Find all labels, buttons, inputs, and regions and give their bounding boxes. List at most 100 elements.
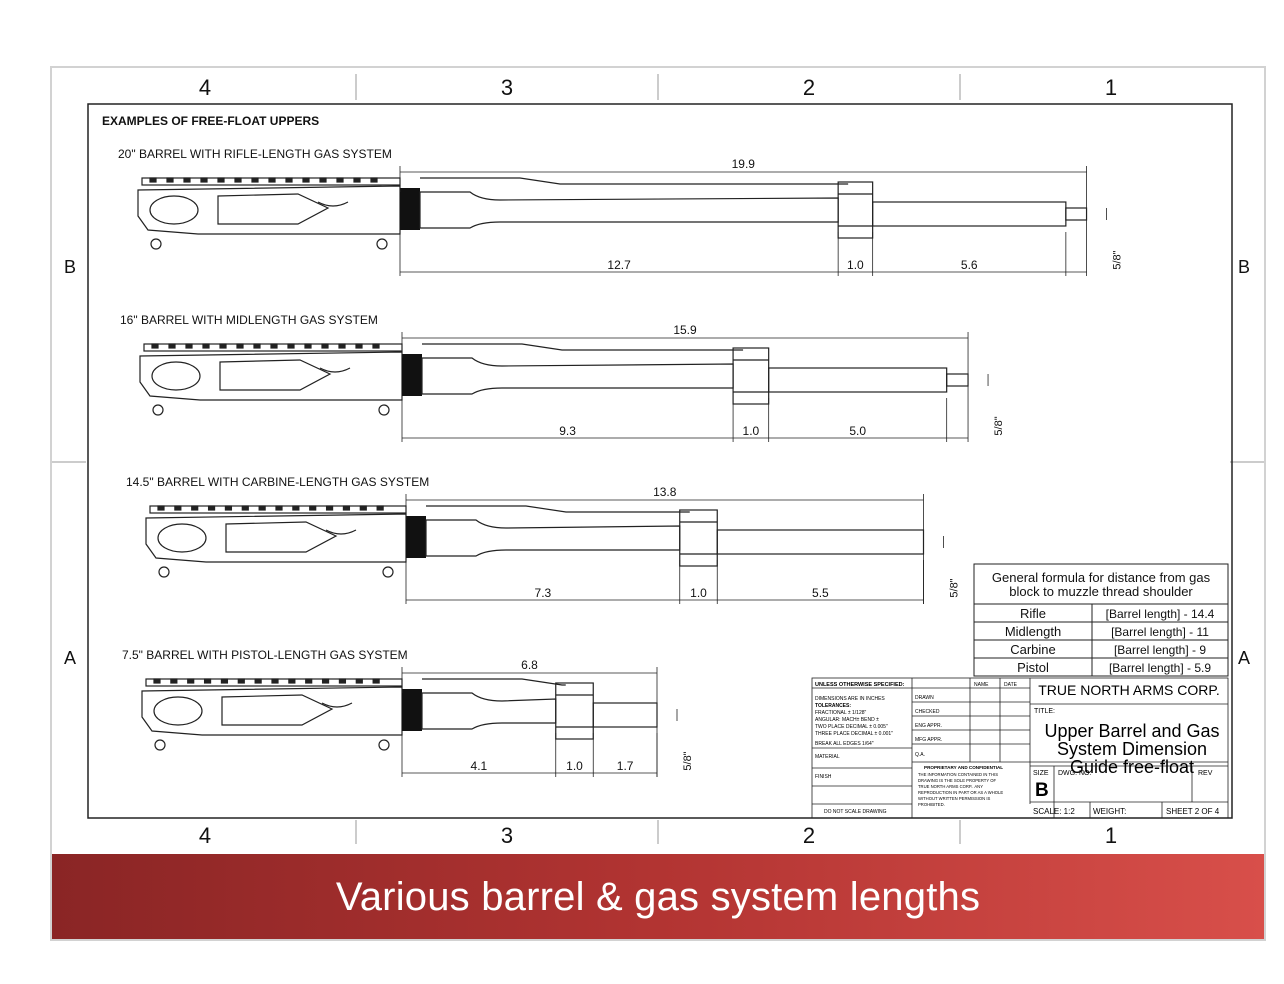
formula-expression: [Barrel length] - 14.4 <box>1106 607 1215 621</box>
tb-dims: DIMENSIONS ARE IN INCHES <box>815 696 885 702</box>
tb-title-l2: System Dimension <box>1057 739 1207 759</box>
caption-text: Various barrel & gas system lengths <box>335 875 981 919</box>
forward-assist-outline <box>219 359 332 391</box>
thread-dim-label: 5/8" <box>993 416 1005 435</box>
tb-name: NAME <box>974 682 989 688</box>
inner-border <box>87 103 1233 819</box>
rail-slot <box>321 343 329 349</box>
seg3-dim-label: 1.7 <box>617 759 634 773</box>
rail-slot <box>187 678 195 684</box>
rail-slot <box>288 678 296 684</box>
rail-slot <box>183 177 191 183</box>
overall-dim-label: 6.8 <box>521 658 538 672</box>
rail-slot <box>253 343 261 349</box>
overall-dim-label: 19.9 <box>732 157 756 171</box>
tb-prop-l6: PROHIBITED. <box>918 802 945 807</box>
zone-side-right-a: A <box>1238 648 1250 668</box>
charging-detail <box>317 201 349 207</box>
zone-top-2: 2 <box>803 75 815 100</box>
tb-unless: UNLESS OTHERWISE SPECIFIED: <box>815 682 905 688</box>
tb-prop-l5: WITHOUT WRITTEN PERMISSION IS <box>918 796 990 801</box>
tb-prop-title: PROPRIETARY AND CONFIDENTIAL <box>924 765 1003 770</box>
rail-slot <box>304 343 312 349</box>
title-block <box>811 677 1229 819</box>
seg1-dim-label: 7.3 <box>535 586 552 600</box>
barrel-nut <box>402 689 422 731</box>
rail-slot <box>237 678 245 684</box>
pivot-pin <box>378 404 390 416</box>
barrel-nut <box>400 188 420 230</box>
takedown-pin <box>154 739 166 751</box>
drawing-heading: EXAMPLES OF FREE-FLOAT UPPERS <box>102 114 319 128</box>
rail-slot <box>271 678 279 684</box>
rail-slot <box>149 177 157 183</box>
upper-caption: 7.5" BARREL WITH PISTOL-LENGTH GAS SYSTE… <box>122 648 408 662</box>
rail-slot <box>305 678 313 684</box>
tb-edges: BREAK ALL EDGES 1/64" <box>815 741 874 747</box>
formula-expression: [Barrel length] - 11 <box>1111 625 1209 639</box>
formula-title-line2: block to muzzle thread shoulder <box>1009 584 1193 599</box>
barrel-chamber <box>421 357 734 395</box>
rail-slot <box>355 678 363 684</box>
tb-tol: TOLERANCES: <box>815 703 851 709</box>
dimensions <box>401 332 989 442</box>
seg2-dim-label: 1.0 <box>690 586 707 600</box>
barrel-muzzle-section <box>592 702 658 728</box>
tb-title-l1: Upper Barrel and Gas <box>1044 721 1219 741</box>
takedown-pin <box>152 404 164 416</box>
gas-block <box>837 181 874 239</box>
rail-slot <box>258 505 266 511</box>
tb-two: TWO PLACE DECIMAL ± 0.005" <box>815 724 888 730</box>
formula-system: Rifle <box>1020 606 1046 621</box>
overall-dim-label: 15.9 <box>673 323 697 337</box>
gas-block <box>732 347 770 405</box>
rail-slot <box>338 678 347 684</box>
gas-tube <box>422 343 744 351</box>
rail-slot <box>185 343 193 349</box>
zone-bottom-3: 3 <box>501 823 513 848</box>
rail-slot <box>207 505 216 511</box>
tb-sheet: SHEET 2 OF 4 <box>1166 807 1220 816</box>
ejection-port <box>153 696 203 726</box>
rail-slot <box>372 343 380 349</box>
tb-dwg-label: DWG. NO. <box>1058 770 1091 777</box>
barrel-muzzle-section <box>768 367 948 393</box>
muzzle-thread <box>1065 207 1088 221</box>
gas-block <box>679 509 718 567</box>
formula-system: Carbine <box>1010 642 1056 657</box>
gas-tube <box>420 177 849 185</box>
rail-slot <box>234 177 242 183</box>
rail-slot <box>353 177 361 183</box>
barrel-chamber <box>421 692 557 730</box>
rail-slot <box>151 343 159 349</box>
upper-assembly: 7.5" BARREL WITH PISTOL-LENGTH GAS SYSTE… <box>122 648 694 777</box>
barrel-muzzle-section <box>716 529 925 555</box>
pivot-pin <box>378 739 390 751</box>
title-block-text: UNLESS OTHERWISE SPECIFIED: DIMENSIONS A… <box>815 682 1220 816</box>
formula-system: Pistol <box>1017 660 1049 675</box>
gas-tube <box>426 505 690 513</box>
zone-top-1: 1 <box>1105 75 1117 100</box>
rail-slot <box>191 505 199 511</box>
ejection-port <box>157 523 207 553</box>
charging-detail <box>325 529 357 535</box>
zone-top-3: 3 <box>501 75 513 100</box>
barrel-nut <box>406 516 426 558</box>
barrel-nut <box>402 354 422 396</box>
takedown-pin <box>150 238 162 250</box>
tb-eng: ENG APPR. <box>915 723 942 729</box>
receiver <box>145 505 407 578</box>
barrel <box>425 505 925 567</box>
dimensions <box>401 667 678 777</box>
tb-weight: WEIGHT: <box>1093 807 1126 816</box>
dimensions <box>405 494 944 604</box>
zone-side-left-b: B <box>64 257 76 277</box>
tb-scale: SCALE: 1:2 <box>1033 807 1075 816</box>
rail-slot <box>254 678 262 684</box>
rail-slot <box>342 505 351 511</box>
rail-slot <box>236 343 244 349</box>
ejection-port <box>149 195 199 225</box>
tb-prop-l3: TRUE NORTH ARMS CORP.. ANY <box>918 784 983 789</box>
rail-slot <box>302 177 310 183</box>
forward-assist-outline <box>217 193 330 225</box>
